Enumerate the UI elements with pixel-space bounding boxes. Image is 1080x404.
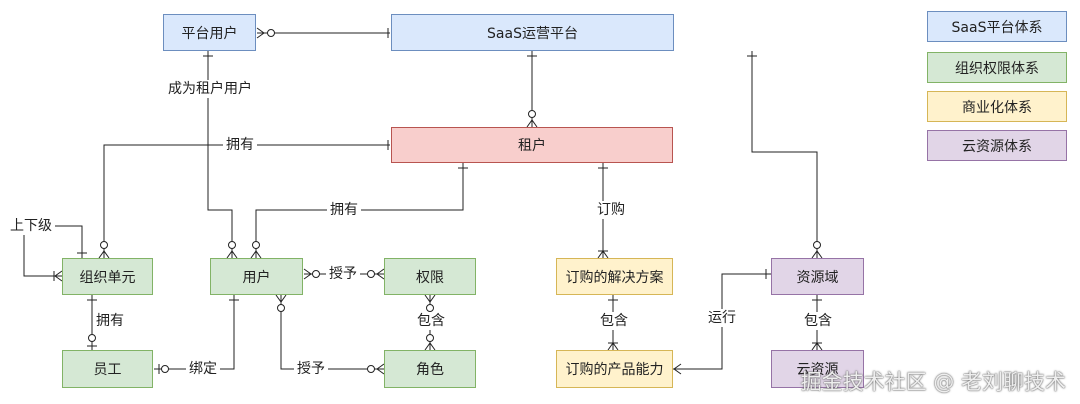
entity-saas-platform[interactable]: SaaS运营平台 <box>391 14 674 51</box>
edge-tenant-orgunit <box>98 140 390 259</box>
label-become-tenant-user: 成为租户用户 <box>165 80 255 98</box>
label-grant-permission: 授予 <box>326 265 360 283</box>
label-bind: 绑定 <box>186 360 220 378</box>
edge-user-role <box>275 294 385 375</box>
label-contain-capability: 包含 <box>597 312 631 330</box>
label-grant-role: 授予 <box>294 360 328 378</box>
label-contain-permission: 包含 <box>414 312 448 330</box>
legend-cloud-resource-system: 云资源体系 <box>927 130 1067 161</box>
entity-org-unit[interactable]: 组织单元 <box>62 258 153 295</box>
label-own-org: 拥有 <box>223 136 257 154</box>
label-subscribe: 订购 <box>594 201 628 219</box>
legend-commerce-system: 商业化体系 <box>927 91 1067 122</box>
label-own-user: 拥有 <box>327 201 361 219</box>
entity-employee[interactable]: 员工 <box>62 350 153 388</box>
entity-subscribed-solution[interactable]: 订购的解决方案 <box>556 258 673 295</box>
edge-orgunit-employee <box>87 295 97 350</box>
entity-user[interactable]: 用户 <box>210 258 303 295</box>
legend-saas-system: SaaS平台体系 <box>927 11 1067 42</box>
entity-role[interactable]: 角色 <box>384 350 476 388</box>
edge-employee-user <box>154 295 239 374</box>
label-own-employee: 拥有 <box>93 312 127 330</box>
entity-product-capability[interactable]: 订购的产品能力 <box>556 350 673 388</box>
entity-resource-domain[interactable]: 资源域 <box>771 258 864 295</box>
entity-cloud-resource[interactable]: 云资源 <box>771 350 864 388</box>
edge-saas-tenant <box>526 51 538 128</box>
label-hierarchy: 上下级 <box>7 217 55 235</box>
label-run: 运行 <box>705 309 739 327</box>
label-contain-resource: 包含 <box>801 312 835 330</box>
edge-platformuser-user <box>203 51 238 259</box>
entity-tenant[interactable]: 租户 <box>391 127 673 163</box>
legend-org-permission-system: 组织权限体系 <box>927 52 1067 83</box>
entity-platform-user[interactable]: 平台用户 <box>163 14 256 51</box>
edge-saas-resourcedomain <box>747 51 823 259</box>
entity-permission[interactable]: 权限 <box>384 258 476 295</box>
watermark-text: 掘金技术社区 @ 老刘聊技术 <box>800 370 1066 394</box>
edge-platformuser-saas <box>256 27 390 39</box>
